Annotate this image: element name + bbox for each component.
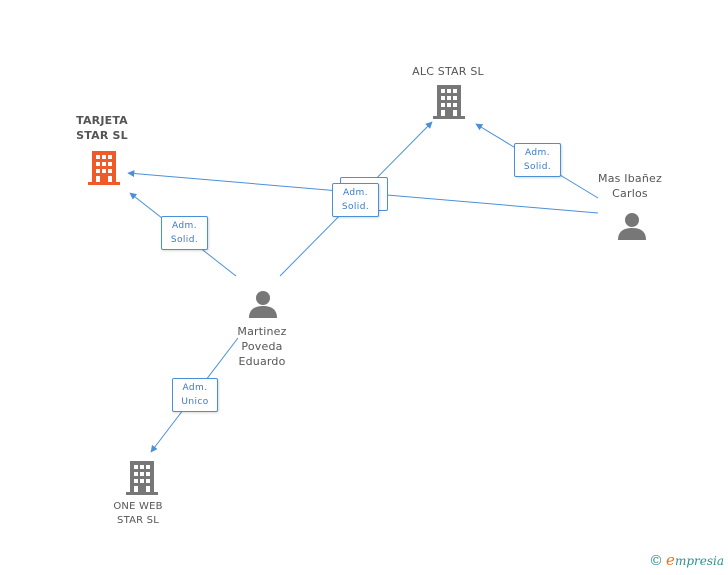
- brand-name: mpresia: [674, 554, 724, 568]
- company-label-oneweb[interactable]: ONE WEB STAR SL: [113, 501, 163, 526]
- role-badge-martinez-tarjeta[interactable]: Adm. Solid.: [161, 216, 208, 250]
- person-label-mas[interactable]: Mas Ibañez Carlos: [598, 172, 662, 200]
- empresia-watermark: ©empresia: [649, 551, 724, 569]
- brand-initial: e: [666, 551, 675, 569]
- building-icon[interactable]: [88, 149, 120, 185]
- person-label-martinez[interactable]: Martinez Poveda Eduardo: [237, 325, 287, 368]
- company-label-alc[interactable]: ALC STAR SL: [412, 65, 484, 78]
- role-badge-center[interactable]: Adm. Solid.: [332, 183, 379, 217]
- person-icon[interactable]: [617, 212, 647, 240]
- role-badge-mas-alc[interactable]: Adm. Solid.: [514, 143, 561, 177]
- building-icon[interactable]: [126, 459, 158, 495]
- company-label-tarjeta[interactable]: TARJETA STAR SL: [76, 114, 128, 142]
- person-icon[interactable]: [248, 290, 278, 318]
- copyright-icon: ©: [649, 553, 664, 569]
- building-icon[interactable]: [433, 83, 465, 119]
- role-badge-martinez-oneweb[interactable]: Adm. Unico: [172, 378, 218, 412]
